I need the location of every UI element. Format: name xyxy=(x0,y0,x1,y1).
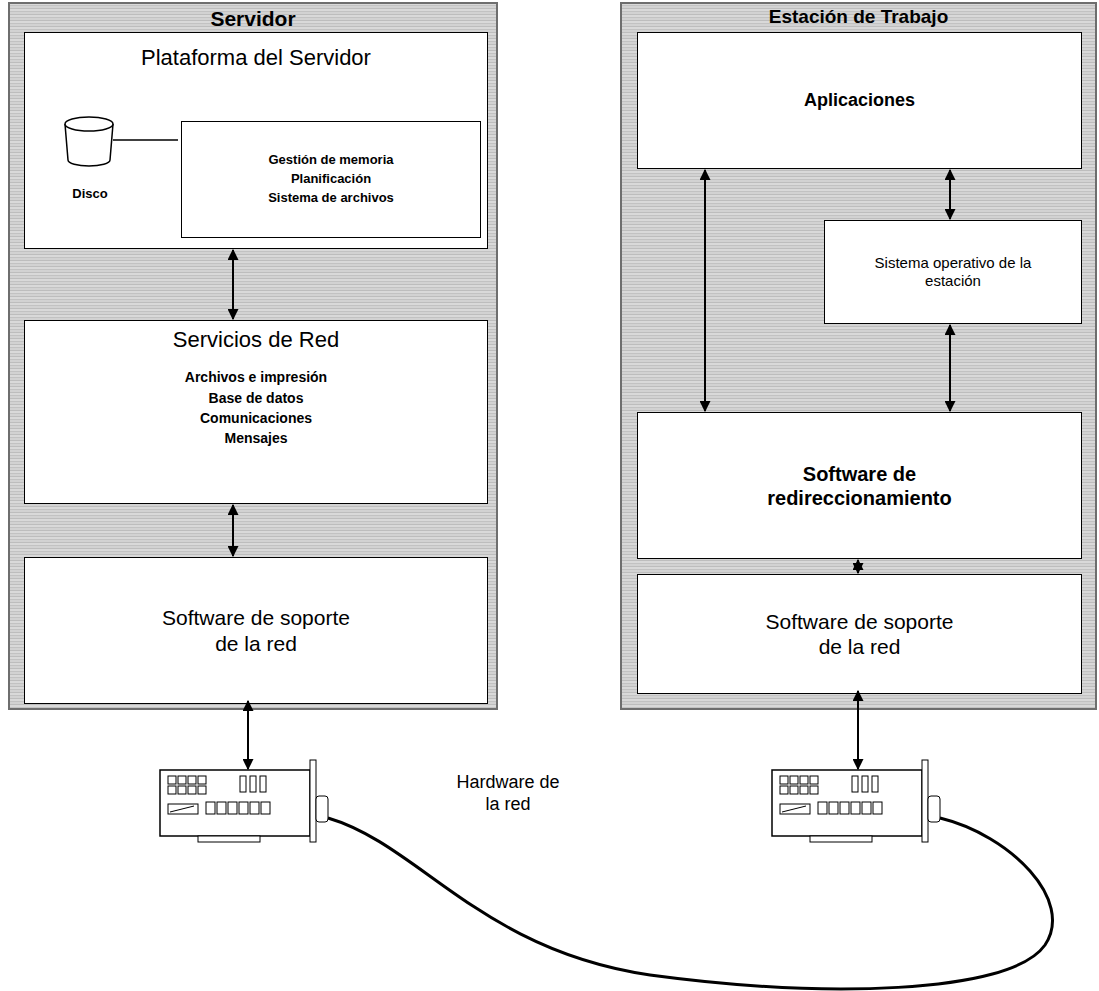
box-heading: Servidor xyxy=(210,6,295,31)
workstation-panel: Estación de TrabajoAplicacionesSistema o… xyxy=(620,2,1097,710)
network-support-box: Software de soporte de la red xyxy=(24,557,488,704)
box-heading: Sistema operativo de la estación xyxy=(868,254,1038,290)
disk-label: Disco xyxy=(55,186,125,202)
drawing-part xyxy=(65,117,113,131)
double-arrow xyxy=(232,505,234,556)
box-heading: Plataforma del Servidor xyxy=(141,45,371,71)
workstation-os-box: Sistema operativo de la estación xyxy=(824,220,1082,324)
server-panel: ServidorPlataforma del ServidorGestión d… xyxy=(8,2,498,710)
network-services-box: Servicios de RedArchivos e impresiónBase… xyxy=(24,320,488,504)
network-support-box: Software de soporte de la red xyxy=(637,574,1082,694)
double-arrow xyxy=(949,325,951,411)
box-heading: Software de soporte de la red xyxy=(154,605,359,655)
box-item: Base de datos xyxy=(209,388,304,408)
box-heading: Gestión de memoria xyxy=(269,151,394,170)
box-heading: Servicios de Red xyxy=(173,327,339,353)
double-arrow xyxy=(949,170,951,219)
card-arrow xyxy=(857,691,859,769)
box-item: Comunicaciones xyxy=(200,408,312,428)
box-heading: Estación de Trabajo xyxy=(769,6,949,29)
disk-symbol xyxy=(65,117,113,166)
box-item: Planificación xyxy=(291,170,371,189)
box-item: Mensajes xyxy=(224,428,287,448)
hardware-label: Hardware de la red xyxy=(452,772,564,815)
disk-wire xyxy=(113,139,178,141)
box-item: Archivos e impresión xyxy=(185,367,327,387)
double-arrow xyxy=(232,250,234,319)
double-arrow xyxy=(857,560,859,573)
box-heading: Software de soporte de la red xyxy=(757,609,962,659)
box-item: Sistema de archivos xyxy=(268,189,394,208)
os-services-box: Gestión de memoriaPlanificaciónSistema d… xyxy=(181,121,481,238)
double-arrow xyxy=(704,170,706,411)
box-heading: Software de redireccionamiento xyxy=(745,462,975,510)
box-heading: Aplicaciones xyxy=(804,90,915,112)
network-card xyxy=(160,760,328,842)
card-arrow xyxy=(247,701,249,769)
redirector-box: Software de redireccionamiento xyxy=(637,412,1082,559)
applications-box: Aplicaciones xyxy=(637,32,1082,169)
network-card xyxy=(772,760,940,842)
network-cable xyxy=(328,818,1053,989)
